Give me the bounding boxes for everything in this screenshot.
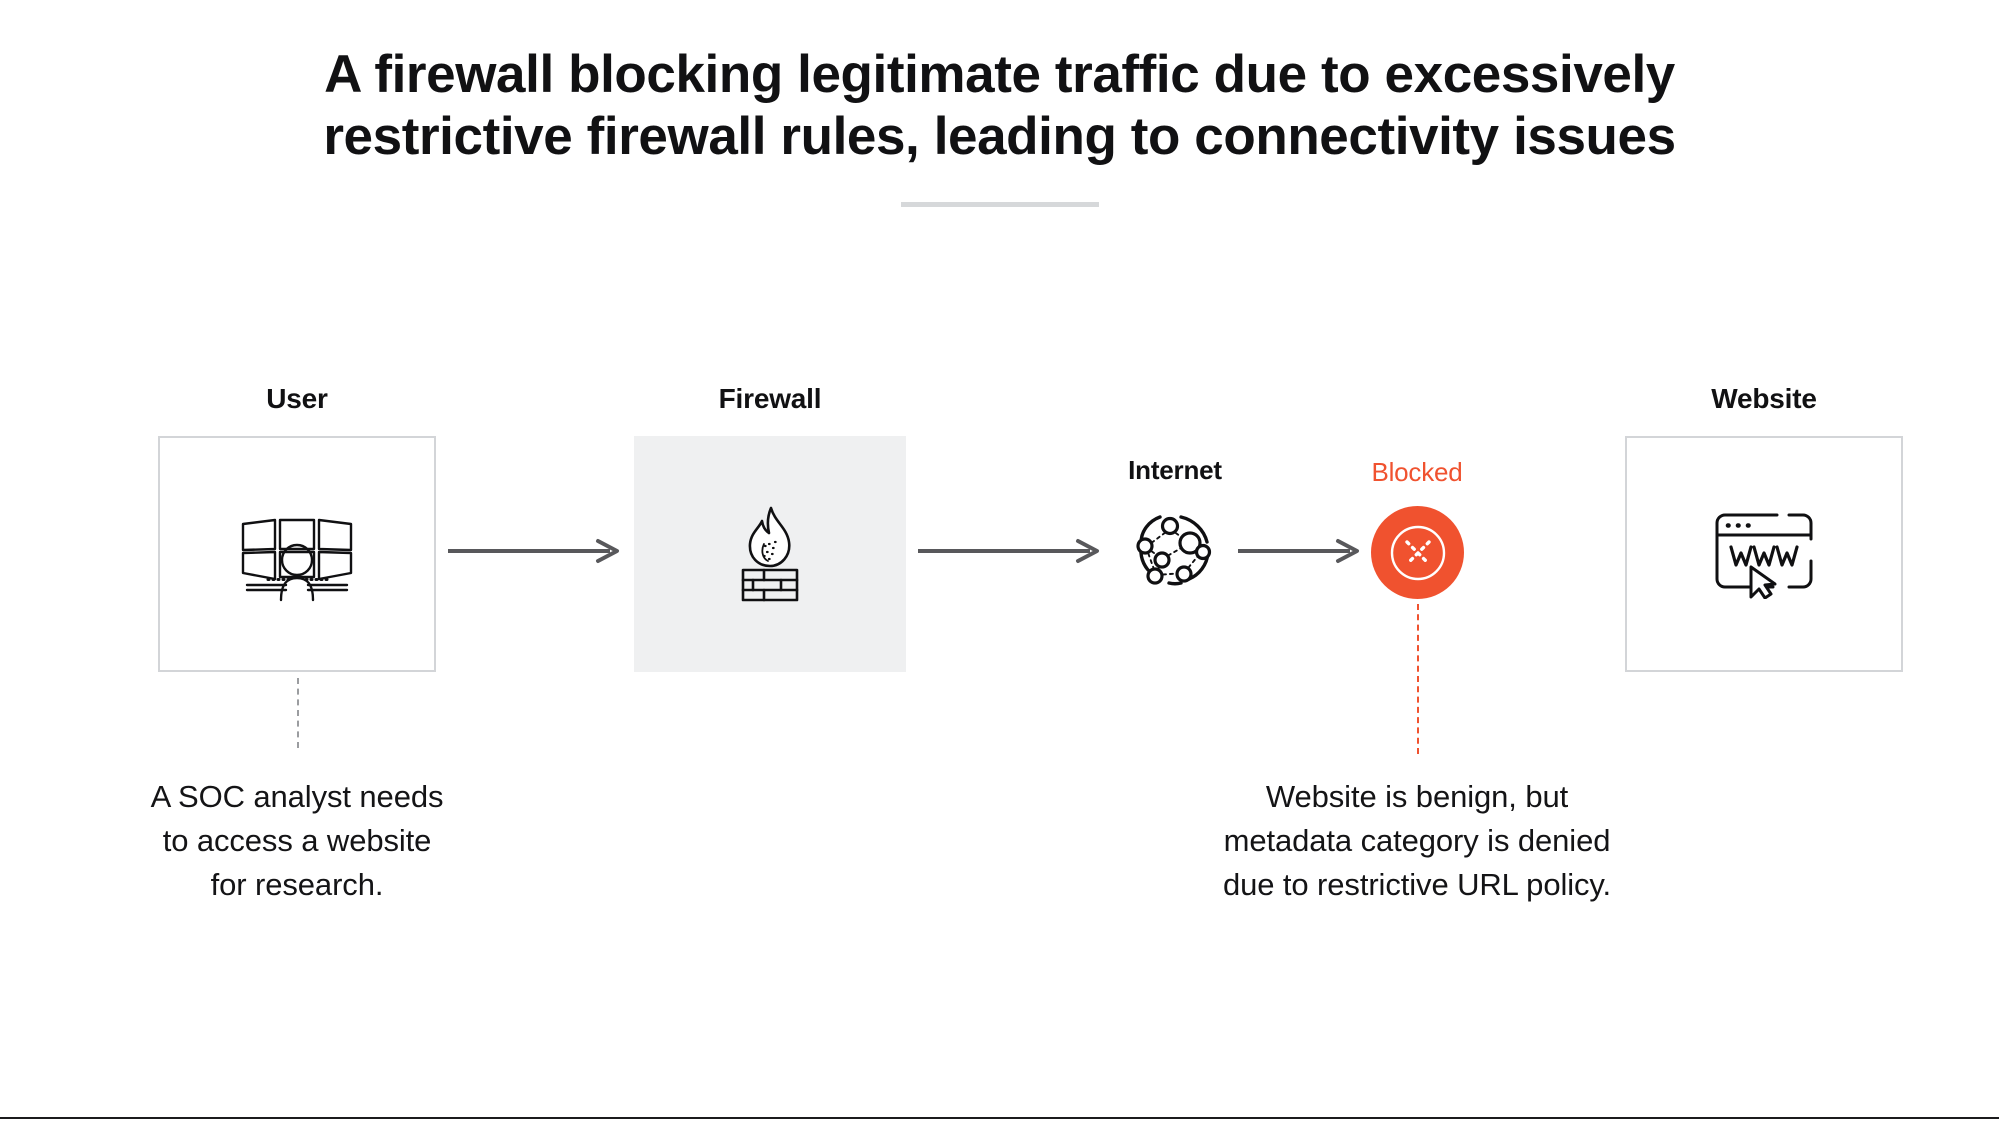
arrow-firewall-to-internet — [918, 539, 1099, 563]
browser-www-cursor-icon — [1715, 513, 1813, 599]
caption-blocked: Website is benign, but metadata category… — [1222, 779, 1612, 903]
internet-network-globe-icon — [1136, 515, 1212, 586]
caption-user: A SOC analyst needs to access a website … — [150, 779, 444, 903]
connector-blocked-caption — [1417, 604, 1419, 754]
firewall-flame-brick-icon — [741, 506, 799, 602]
arrow-user-to-firewall — [448, 539, 619, 563]
arrow-internet-to-blocked — [1238, 539, 1359, 563]
node-label-website: Website — [1711, 383, 1817, 414]
connector-user-caption — [297, 678, 299, 748]
node-box-firewall[interactable] — [634, 436, 906, 672]
node-label-user: User — [266, 383, 328, 414]
user-workstation-icon — [241, 518, 353, 602]
title-line-2: restrictive firewall rules, leading to c… — [323, 107, 1676, 166]
node-box-website[interactable] — [1625, 436, 1903, 672]
node-icon-blocked[interactable] — [1371, 506, 1464, 599]
node-label-firewall: Firewall — [718, 383, 822, 414]
footer-divider — [0, 1117, 1999, 1119]
node-icon-internet[interactable] — [1130, 505, 1222, 597]
page-title: A firewall blocking legitimate traffic d… — [0, 44, 1999, 168]
blocked-x-circle-icon — [1390, 525, 1445, 580]
node-label-internet: Internet — [1128, 455, 1222, 485]
title-divider — [900, 202, 1099, 207]
node-label-blocked: Blocked — [1371, 457, 1463, 487]
title-line-1: A firewall blocking legitimate traffic d… — [324, 45, 1675, 104]
node-box-user[interactable] — [158, 436, 436, 672]
